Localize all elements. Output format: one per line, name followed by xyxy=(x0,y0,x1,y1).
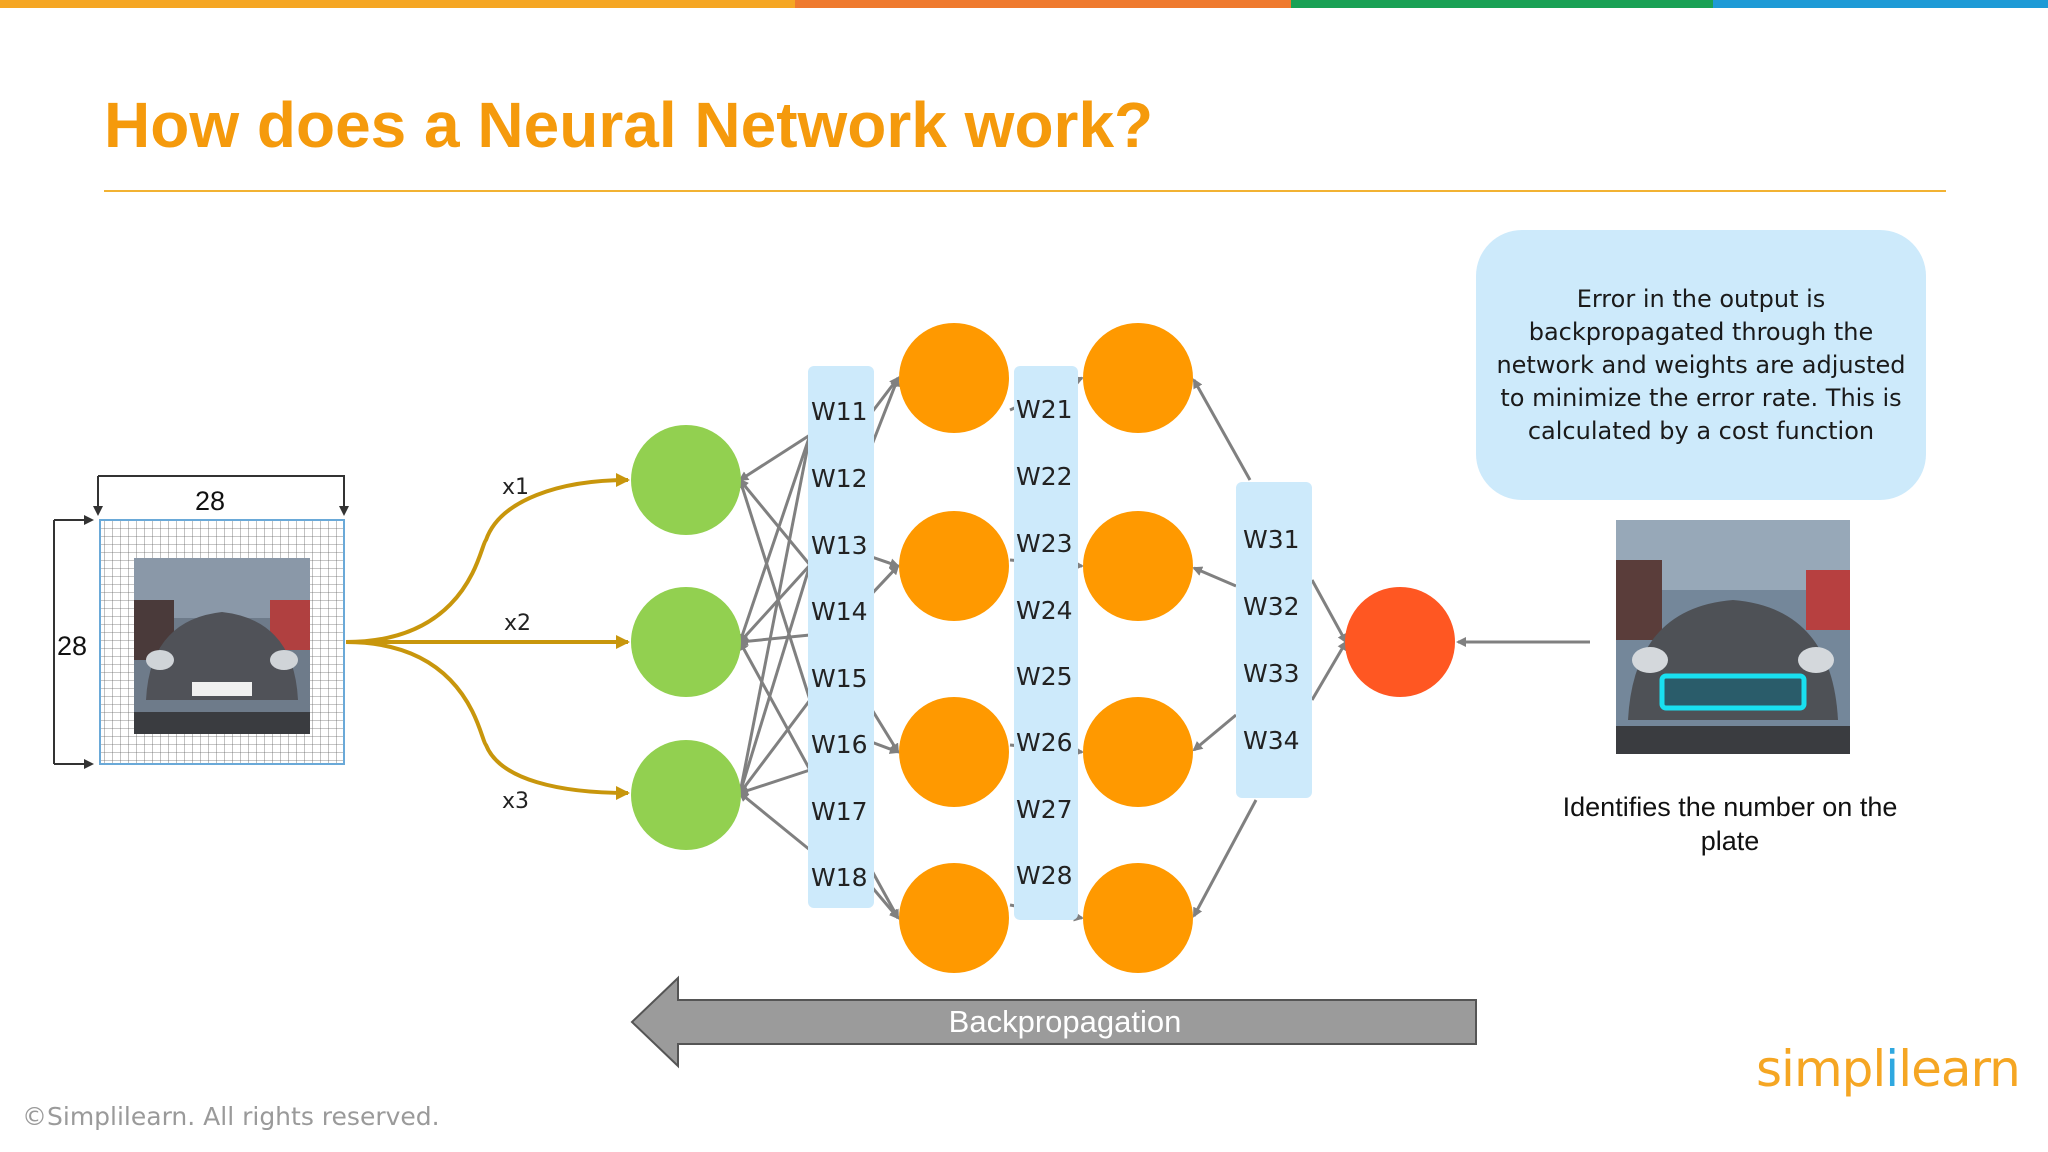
top-accent-bar xyxy=(0,0,2048,8)
input-image-grid xyxy=(99,519,345,765)
weight-label: W17 xyxy=(811,797,868,826)
accent-segment-red xyxy=(795,0,1291,8)
input-neuron-2 xyxy=(631,587,741,697)
copyright-footer: ©Simplilearn. All rights reserved. xyxy=(22,1102,440,1131)
weight-label: W25 xyxy=(1016,662,1073,691)
hidden1-neuron-3 xyxy=(899,697,1009,807)
plate-highlight xyxy=(1659,673,1807,711)
weight-label: W33 xyxy=(1243,659,1300,688)
weight-label: W15 xyxy=(811,664,868,693)
weight-label: W26 xyxy=(1016,728,1073,757)
hidden-layer-1 xyxy=(899,323,1009,973)
output-neuron xyxy=(1345,587,1455,697)
car-image xyxy=(134,558,310,734)
weight-band-layer1 xyxy=(808,366,874,908)
logo-part1: simpl xyxy=(1756,1040,1886,1098)
input-layer xyxy=(631,425,741,850)
weight-label: W22 xyxy=(1016,462,1073,491)
logo-separator: i xyxy=(1885,1040,1899,1098)
accent-segment-green xyxy=(1291,0,1713,8)
weight-label: W11 xyxy=(811,397,868,426)
weight-label: W23 xyxy=(1016,529,1073,558)
weight-label: W14 xyxy=(811,597,868,626)
weight-label: W13 xyxy=(811,531,868,560)
input-label-x3: x3 xyxy=(502,789,529,814)
weight-labels-layer1: W11 W12 W13 W14 W15 W16 W17 W18 xyxy=(811,397,868,892)
grid-height-label: 28 xyxy=(57,631,87,661)
layer1-connections xyxy=(736,376,900,920)
accent-segment-orange xyxy=(0,0,795,8)
weight-band-layer2 xyxy=(1014,366,1078,920)
output-caption: Identifies the number on the plate xyxy=(1562,792,1898,856)
weight-label: W28 xyxy=(1016,861,1073,890)
weight-label: W12 xyxy=(811,464,868,493)
slide-title: How does a Neural Network work? xyxy=(104,89,1154,161)
backpropagation-label: Backpropagation xyxy=(948,1004,1182,1039)
grid-width-label: 28 xyxy=(195,486,225,516)
weight-label: W27 xyxy=(1016,795,1073,824)
input-label-x1: x1 xyxy=(502,475,529,500)
weight-label: W16 xyxy=(811,730,868,759)
backprop-callout: Error in the output is backpropagated th… xyxy=(1476,230,1926,500)
input-neuron-1 xyxy=(631,425,741,535)
weight-label: W34 xyxy=(1243,726,1300,755)
hidden1-neuron-4 xyxy=(899,863,1009,973)
hidden2-neuron-1 xyxy=(1083,323,1193,433)
input-neuron-3 xyxy=(631,740,741,850)
layer3-connections xyxy=(1192,378,1348,918)
width-dimension xyxy=(93,475,349,516)
callout-text: Error in the output is backpropagated th… xyxy=(1496,284,1906,445)
height-dimension xyxy=(53,515,94,769)
input-label-x2: x2 xyxy=(504,611,531,636)
hidden2-neuron-4 xyxy=(1083,863,1193,973)
title-divider xyxy=(104,190,1946,192)
accent-segment-blue xyxy=(1713,0,2048,8)
weight-labels-layer3: W31 W32 W33 W34 xyxy=(1243,525,1300,755)
weight-label: W31 xyxy=(1243,525,1300,554)
hidden-layer-2 xyxy=(1083,323,1193,973)
hidden1-neuron-1 xyxy=(899,323,1009,433)
backpropagation-arrow xyxy=(630,975,1477,1069)
output-car-image xyxy=(1616,520,1850,754)
weight-label: W21 xyxy=(1016,395,1073,424)
weight-label: W32 xyxy=(1243,592,1300,621)
weight-label: W24 xyxy=(1016,596,1073,625)
hidden2-neuron-3 xyxy=(1083,697,1193,807)
hidden2-neuron-2 xyxy=(1083,511,1193,621)
weight-label: W18 xyxy=(811,863,868,892)
simplilearn-logo: simplilearn xyxy=(1756,1040,2021,1098)
weight-labels-layer2: W21 W22 W23 W24 W25 W26 W27 W28 xyxy=(1016,395,1073,890)
weight-band-layer3 xyxy=(1236,482,1312,798)
input-connections xyxy=(345,473,630,800)
hidden1-neuron-2 xyxy=(899,511,1009,621)
logo-part2: learn xyxy=(1898,1040,2021,1098)
